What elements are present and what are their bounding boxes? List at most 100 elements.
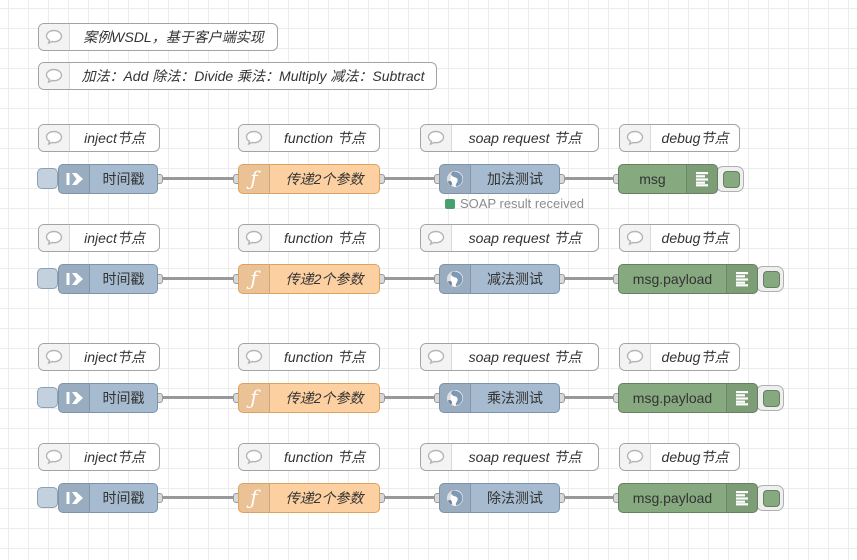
comment-node-inject[interactable]: inject节点 xyxy=(38,124,160,152)
wire-soap-debug[interactable] xyxy=(560,496,618,499)
comment-node-debug[interactable]: debug节点 xyxy=(619,343,740,371)
wire-inject-function[interactable] xyxy=(158,496,238,499)
inject-trigger-button[interactable] xyxy=(37,487,58,508)
node-label: 加法测试 xyxy=(487,171,543,187)
inject-trigger-button[interactable] xyxy=(37,387,58,408)
comment-node-soap[interactable]: soap request 节点 xyxy=(420,443,599,471)
wire-inject-function[interactable] xyxy=(158,277,238,280)
wire-function-soap[interactable] xyxy=(380,277,439,280)
comment-label: function 节点 xyxy=(284,230,365,246)
function-node[interactable]: ƒ 传递2个参数 xyxy=(238,264,380,294)
comment-node-function[interactable]: function 节点 xyxy=(238,443,380,471)
comment-node-function[interactable]: function 节点 xyxy=(238,124,380,152)
inject-trigger-button[interactable] xyxy=(37,168,58,189)
node-label: 时间戳 xyxy=(102,271,145,287)
soap-request-node[interactable]: 乘法测试 xyxy=(439,383,560,413)
function-node[interactable]: ƒ 传递2个参数 xyxy=(238,164,380,194)
function-icon: ƒ xyxy=(239,165,270,193)
inject-arrow-icon xyxy=(59,484,90,512)
node-label: msg xyxy=(639,171,666,187)
comment-label: inject节点 xyxy=(84,130,145,146)
speech-bubble-icon xyxy=(620,125,651,151)
comment-label: debug节点 xyxy=(661,449,729,465)
node-label: msg.payload xyxy=(632,390,713,406)
comment-label: function 节点 xyxy=(284,349,365,365)
wire-function-soap[interactable] xyxy=(380,496,439,499)
debug-node[interactable]: msg.payload xyxy=(618,383,758,413)
comment-node-debug[interactable]: debug节点 xyxy=(619,443,740,471)
comment-node-title[interactable]: 案例WSDL，基于客户端实现 xyxy=(38,23,278,51)
speech-bubble-icon xyxy=(421,125,452,151)
comment-label: soap request 节点 xyxy=(468,130,582,146)
speech-bubble-icon xyxy=(39,63,70,89)
comment-node-inject[interactable]: inject节点 xyxy=(38,443,160,471)
function-icon: ƒ xyxy=(239,384,270,412)
soap-request-node[interactable]: 加法测试 xyxy=(439,164,560,194)
comment-node-inject[interactable]: inject节点 xyxy=(38,343,160,371)
debug-list-icon xyxy=(726,484,757,512)
node-label: 除法测试 xyxy=(487,490,543,506)
wire-function-soap[interactable] xyxy=(380,177,439,180)
speech-bubble-icon xyxy=(39,24,70,50)
wire-inject-function[interactable] xyxy=(158,177,238,180)
debug-toggle-button[interactable] xyxy=(716,166,744,192)
inject-arrow-icon xyxy=(59,265,90,293)
speech-bubble-icon xyxy=(39,225,70,251)
inject-node[interactable]: 时间戳 xyxy=(58,383,158,413)
debug-toggle-button[interactable] xyxy=(756,485,784,511)
speech-bubble-icon xyxy=(620,225,651,251)
globe-icon xyxy=(440,165,471,193)
function-icon: ƒ xyxy=(239,484,270,512)
comment-label: debug节点 xyxy=(661,130,729,146)
status-text: SOAP result received xyxy=(460,196,585,211)
flow-row-1: inject节点 function 节点 soap request 节点 deb… xyxy=(0,124,857,236)
soap-request-node[interactable]: 除法测试 xyxy=(439,483,560,513)
speech-bubble-icon xyxy=(421,344,452,370)
inject-node[interactable]: 时间戳 xyxy=(58,264,158,294)
comment-node-soap[interactable]: soap request 节点 xyxy=(420,343,599,371)
comment-label: 案例WSDL，基于客户端实现 xyxy=(83,29,264,45)
speech-bubble-icon xyxy=(39,125,70,151)
debug-toggle-state xyxy=(763,489,780,507)
comment-node-inject[interactable]: inject节点 xyxy=(38,224,160,252)
inject-node[interactable]: 时间戳 xyxy=(58,483,158,513)
debug-toggle-button[interactable] xyxy=(756,266,784,292)
comment-label: inject节点 xyxy=(84,349,145,365)
debug-list-icon xyxy=(686,165,717,193)
wire-inject-function[interactable] xyxy=(158,396,238,399)
wire-soap-debug[interactable] xyxy=(560,177,618,180)
comment-node-legend[interactable]: 加法：Add 除法：Divide 乘法：Multiply 减法：Subtract xyxy=(38,62,437,90)
inject-node[interactable]: 时间戳 xyxy=(58,164,158,194)
wire-soap-debug[interactable] xyxy=(560,277,618,280)
speech-bubble-icon xyxy=(421,225,452,251)
comment-node-debug[interactable]: debug节点 xyxy=(619,224,740,252)
comment-node-soap[interactable]: soap request 节点 xyxy=(420,224,599,252)
comment-node-function[interactable]: function 节点 xyxy=(238,343,380,371)
function-node[interactable]: ƒ 传递2个参数 xyxy=(238,383,380,413)
soap-request-node[interactable]: 减法测试 xyxy=(439,264,560,294)
speech-bubble-icon xyxy=(39,344,70,370)
debug-toggle-state xyxy=(763,270,780,288)
comment-label: inject节点 xyxy=(84,449,145,465)
debug-toggle-button[interactable] xyxy=(756,385,784,411)
comment-node-debug[interactable]: debug节点 xyxy=(619,124,740,152)
node-label: 传递2个参数 xyxy=(285,490,364,506)
globe-icon xyxy=(440,384,471,412)
node-label: 减法测试 xyxy=(487,271,543,287)
debug-node[interactable]: msg.payload xyxy=(618,264,758,294)
inject-arrow-icon xyxy=(59,165,90,193)
globe-icon xyxy=(440,484,471,512)
function-node[interactable]: ƒ 传递2个参数 xyxy=(238,483,380,513)
debug-node[interactable]: msg.payload xyxy=(618,483,758,513)
debug-node[interactable]: msg xyxy=(618,164,718,194)
speech-bubble-icon xyxy=(239,125,270,151)
function-icon: ƒ xyxy=(239,265,270,293)
node-label: 传递2个参数 xyxy=(285,271,364,287)
comment-node-soap[interactable]: soap request 节点 xyxy=(420,124,599,152)
inject-trigger-button[interactable] xyxy=(37,268,58,289)
wire-function-soap[interactable] xyxy=(380,396,439,399)
debug-toggle-state xyxy=(723,170,740,188)
wire-soap-debug[interactable] xyxy=(560,396,618,399)
comment-node-function[interactable]: function 节点 xyxy=(238,224,380,252)
